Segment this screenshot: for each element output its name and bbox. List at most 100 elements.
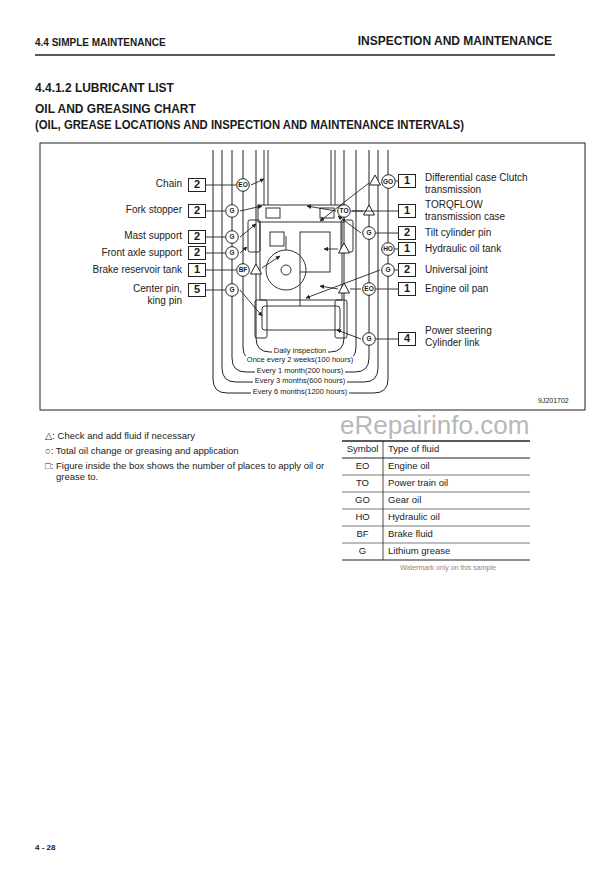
part-name: TORQFLOW transmission case xyxy=(425,199,520,222)
table-cell: GO xyxy=(355,495,370,506)
fluid-symbol-circle: EO xyxy=(362,282,376,296)
leader-lines xyxy=(320,286,338,289)
symbol-note: □: Figure inside the box shows the numbe… xyxy=(45,461,337,483)
fluid-table-rules xyxy=(383,441,384,560)
chart-subtitle: (OIL, GREASE LOCATIONS AND INSPECTION AN… xyxy=(35,118,464,133)
fluid-symbol-circle: TO xyxy=(337,204,351,218)
leader-lines xyxy=(240,247,247,253)
section-heading: 4.4.1.2 LUBRICANT LIST xyxy=(35,81,174,96)
fluid-code: G xyxy=(362,226,376,240)
forklift xyxy=(262,306,340,330)
check-triangles xyxy=(364,205,375,215)
leader-lines xyxy=(262,256,280,268)
fluid-table-rules xyxy=(342,458,530,459)
interval-rings xyxy=(243,150,356,361)
part-name: Brake reservoir tank xyxy=(93,264,182,276)
forklift xyxy=(300,272,301,306)
chart-frame xyxy=(40,143,585,410)
table-cell: Power train oil xyxy=(388,478,448,489)
fluid-code: G xyxy=(225,230,239,244)
table-cell: Lithium grease xyxy=(388,546,450,557)
callout-box: 1 xyxy=(188,263,206,277)
circle-outline xyxy=(382,264,395,277)
fluid-symbol-circle: G xyxy=(225,246,239,260)
fluid-code: BF xyxy=(236,263,250,277)
table-cell: G xyxy=(359,546,366,557)
part-name: Front axle support xyxy=(101,247,182,259)
forklift xyxy=(335,300,347,338)
forklift xyxy=(264,150,265,205)
forklift xyxy=(255,300,267,338)
symbol-note: ○: Total oil change or greasing and appl… xyxy=(45,446,239,457)
interval-label: Every 6 months(1200 hours) xyxy=(251,388,350,397)
check-triangles xyxy=(339,243,350,253)
callout-connector xyxy=(206,185,236,186)
check-triangles xyxy=(370,175,381,185)
part-name: Power steering Cylinder link xyxy=(425,325,515,348)
callout-number: 2 xyxy=(189,205,205,217)
fluid-table-rules xyxy=(342,441,530,560)
table-cell: Engine oil xyxy=(388,461,430,472)
part-name: Mast support xyxy=(124,230,182,242)
leader-lines xyxy=(338,216,361,233)
callout-connector xyxy=(351,211,398,212)
callout-number: 1 xyxy=(399,205,415,217)
leader-lines xyxy=(350,289,361,290)
fluid-table-rules xyxy=(342,526,530,527)
fluid-table-rules xyxy=(342,492,530,493)
forklift xyxy=(286,236,287,250)
circle-outline xyxy=(381,174,395,188)
callout-box: 4 xyxy=(398,332,416,346)
table-cell: Gear oil xyxy=(388,495,421,506)
callout-box: 1 xyxy=(398,204,416,218)
interval-rings xyxy=(213,150,388,393)
callout-box: 1 xyxy=(398,242,416,256)
circle-outline xyxy=(237,264,250,277)
callout-number: 2 xyxy=(399,227,415,239)
circle-outline xyxy=(226,205,239,218)
chart-title: OIL AND GREASING CHART xyxy=(35,102,196,117)
fluid-table-rules xyxy=(342,509,530,510)
callout-box: 2 xyxy=(188,178,206,192)
forklift xyxy=(281,265,291,275)
leader-lines xyxy=(337,330,361,339)
check-triangles xyxy=(339,283,350,293)
part-name: Differential case Clutch transmission xyxy=(425,172,537,195)
callout-connector xyxy=(206,253,225,254)
fluid-symbol-circle: G xyxy=(225,283,239,297)
fluid-symbol-circle: G xyxy=(225,204,239,218)
leader-lines xyxy=(240,224,256,237)
callout-box: 2 xyxy=(188,230,206,244)
leader-lines xyxy=(306,270,380,298)
fluid-code: EO xyxy=(236,178,250,192)
fluid-table-rules xyxy=(342,475,530,476)
callout-box: 2 xyxy=(188,204,206,218)
part-name: Chain xyxy=(156,178,182,190)
fluid-table-rules xyxy=(342,559,530,560)
interval-rings xyxy=(222,150,378,382)
table-cell: Symbol xyxy=(347,444,379,455)
symbol-note: △: Check and add fluid if necessary xyxy=(45,431,195,442)
part-name: Center pin, king pin xyxy=(122,283,182,306)
forklift xyxy=(248,220,260,252)
fluid-code: G xyxy=(225,246,239,260)
fluid-code: EO xyxy=(362,282,376,296)
forklift xyxy=(300,232,330,272)
callout-number: 1 xyxy=(399,283,415,295)
callout-number: 1 xyxy=(399,175,415,187)
fluid-symbol-circle: EO xyxy=(236,178,250,192)
circle-outline xyxy=(226,284,239,297)
circle-outline xyxy=(382,243,395,256)
forklift xyxy=(248,150,353,338)
watermark-note: Watermark only on this sample xyxy=(400,564,496,572)
fluid-symbol-circle: G xyxy=(225,230,239,244)
fluid-code: G xyxy=(362,332,376,346)
callout-number: 5 xyxy=(189,284,205,296)
forklift xyxy=(335,150,336,205)
circle-outline xyxy=(226,247,239,260)
callout-box: 2 xyxy=(398,226,416,240)
part-name: Universal joint xyxy=(425,264,488,276)
fluid-symbol-circle: G xyxy=(362,332,376,346)
table-cell: Brake fluid xyxy=(388,529,433,540)
